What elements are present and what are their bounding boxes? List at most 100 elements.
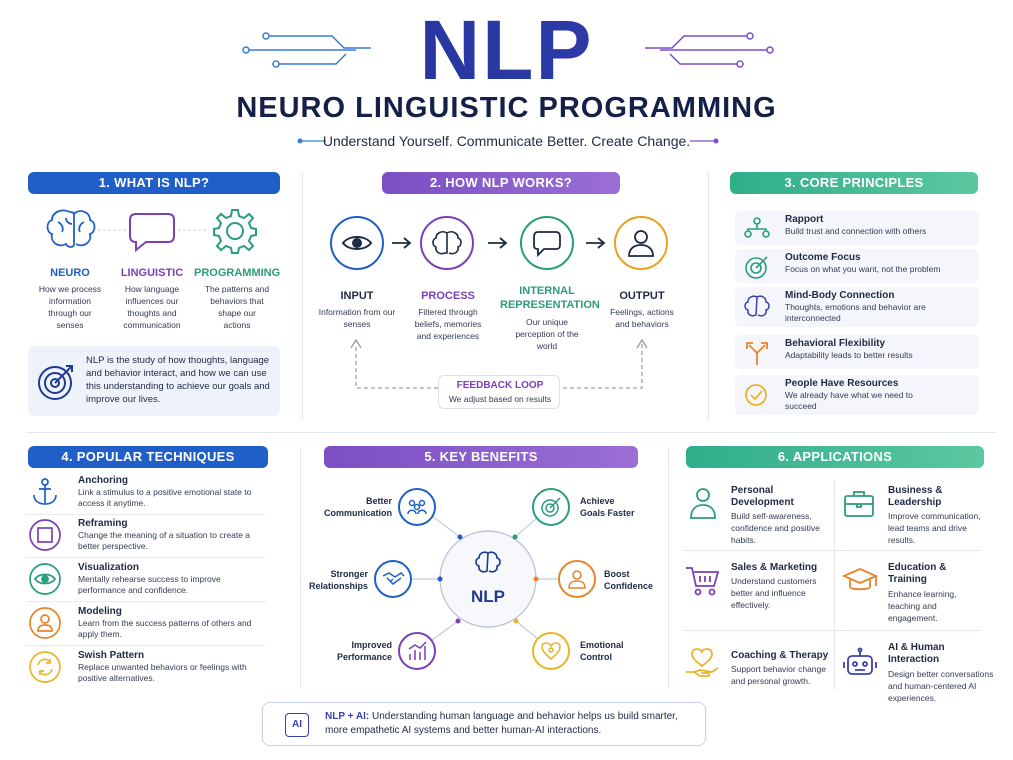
brain-icon (46, 209, 96, 248)
application-text: Support behavior change and personal gro… (731, 664, 826, 686)
handshake-icon (382, 572, 405, 585)
divider (300, 448, 301, 688)
application-title: Sales & Marketing (731, 562, 818, 573)
footer-banner: AI NLP + AI: Understanding human languag… (262, 702, 706, 746)
technique-title: Modeling (78, 606, 122, 617)
person-icon (29, 607, 61, 639)
circuit-right-decoration (645, 32, 774, 68)
principle-outcome-focus: Outcome Focus Focus on what you want, no… (735, 249, 979, 283)
programming-text: The patterns and behaviors that shape ou… (204, 284, 270, 330)
principle-text: Build trust and connection with others (785, 226, 927, 236)
feedback-loop-title: FEEDBACK LOOP (456, 380, 544, 391)
technique-text: Learn from the success patterns of other… (78, 618, 252, 639)
principle-title: Rapport (785, 214, 824, 225)
feedback-loop-text: We adjust based on results (448, 394, 552, 404)
target-icon (38, 365, 73, 400)
technique-title: Visualization (78, 562, 139, 573)
process-step-circle (420, 216, 474, 270)
feedback-loop-arrow (350, 338, 648, 389)
dashed-connector (178, 229, 208, 231)
principle-title: Outcome Focus (785, 252, 861, 263)
divider (26, 432, 996, 433)
technique-text: Mentally rehearse success to improve per… (78, 574, 221, 595)
person-icon (690, 488, 716, 519)
eye-icon (341, 236, 373, 250)
benefit-better-communication-circle (398, 488, 436, 526)
principle-text: Focus on what you want, not the problem (785, 264, 941, 274)
benefit-label: Improved Performance (336, 640, 392, 662)
footer-text: Understanding human language and behavio… (325, 711, 678, 736)
benefits-hub-diagram (408, 506, 560, 650)
arrow-right-icon (392, 237, 412, 249)
principle-title: Behavioral Flexibility (785, 338, 886, 349)
benefit-boost-confidence-circle (558, 560, 596, 598)
network-icon (744, 217, 770, 238)
divider (682, 550, 982, 551)
footer-lead: NLP + AI: (325, 711, 370, 722)
refresh-icon (29, 651, 61, 683)
section-heading-what-is-nlp: 1. WHAT IS NLP? (28, 172, 280, 194)
benefit-label: Achieve Goals Faster (580, 496, 635, 518)
people-icon (407, 499, 427, 515)
input-step-circle (330, 216, 384, 270)
principle-title: People Have Resources (785, 378, 899, 389)
section-heading-key-benefits: 5. KEY BENEFITS (324, 446, 638, 468)
application-text: Improve communication, lead teams and dr… (888, 511, 981, 545)
robot-icon (843, 647, 877, 675)
neuro-text: How we process information through our s… (38, 284, 102, 330)
principle-text: Adaptability leads to better results (785, 350, 913, 360)
benefit-label: Stronger Relationships (308, 569, 368, 591)
benefit-label: Boost Confidence (604, 569, 654, 591)
divider (708, 172, 709, 420)
principle-behavioral-flexibility: Behavioral Flexibility Adaptability lead… (735, 335, 979, 369)
application-title: Business & Leadership (888, 485, 943, 508)
principle-title: Mind-Body Connection (785, 290, 895, 301)
output-step-circle (614, 216, 668, 270)
benefit-improved-performance-circle (398, 632, 436, 670)
input-label: INPUT (340, 290, 374, 302)
target-icon (745, 256, 768, 279)
benefits-center-label: NLP (471, 587, 505, 606)
definition-box: NLP is the study of how thoughts, langua… (28, 346, 280, 416)
tagline: Understand Yourself. Communicate Better.… (322, 133, 691, 149)
divider (682, 630, 982, 631)
application-title: Education & Training (888, 562, 947, 585)
section-heading-how-nlp-works: 2. HOW NLP WORKS? (382, 172, 620, 194)
ai-chip-icon: AI (285, 713, 309, 737)
section-heading-popular-techniques: 4. POPULAR TECHNIQUES (28, 446, 268, 468)
arrows-icon (746, 342, 768, 365)
dashed-connector (98, 229, 128, 231)
technique-visualization: Visualization Mentally rehearse success … (26, 562, 266, 602)
technique-modeling: Modeling Learn from the success patterns… (26, 606, 266, 646)
principle-mind-body: Mind-Body Connection Thoughts, emotions … (735, 287, 979, 327)
technique-title: Anchoring (78, 475, 128, 486)
application-text: Build self-awareness, confidence and pos… (731, 511, 820, 545)
principle-people-have-resources: People Have Resources We already have wh… (735, 375, 979, 415)
divider (302, 172, 303, 420)
briefcase-icon (844, 491, 874, 517)
linguistic-text: How language influences our thoughts and… (123, 284, 181, 330)
page-title: NLP (0, 4, 1013, 96)
eye-icon (29, 563, 61, 595)
heart-hand-icon (686, 648, 719, 677)
anchor-icon (33, 478, 57, 505)
technique-title: Swish Pattern (78, 650, 145, 661)
technique-title: Reframing (78, 518, 128, 529)
person-icon (628, 230, 654, 257)
application-title: AI & Human Interaction (888, 642, 945, 665)
speech-bubble-icon (533, 231, 561, 257)
application-title: Personal Development (731, 485, 794, 508)
target-icon (541, 497, 561, 517)
gear-icon (213, 209, 257, 254)
cart-icon (686, 567, 720, 596)
person-icon (568, 570, 586, 589)
technique-text: Link a stimulus to a positive emotional … (78, 487, 252, 508)
technique-text: Change the meaning of a situation to cre… (78, 530, 251, 551)
application-title: Coaching & Therapy (731, 650, 829, 661)
page-subtitle: NEURO LINGUISTIC PROGRAMMING (236, 92, 777, 124)
arrow-right-icon (488, 237, 508, 249)
divider (668, 448, 669, 688)
technique-reframing: Reframing Change the meaning of a situat… (26, 518, 266, 558)
frame-icon (29, 519, 61, 551)
internal-representation-step-circle (520, 216, 574, 270)
